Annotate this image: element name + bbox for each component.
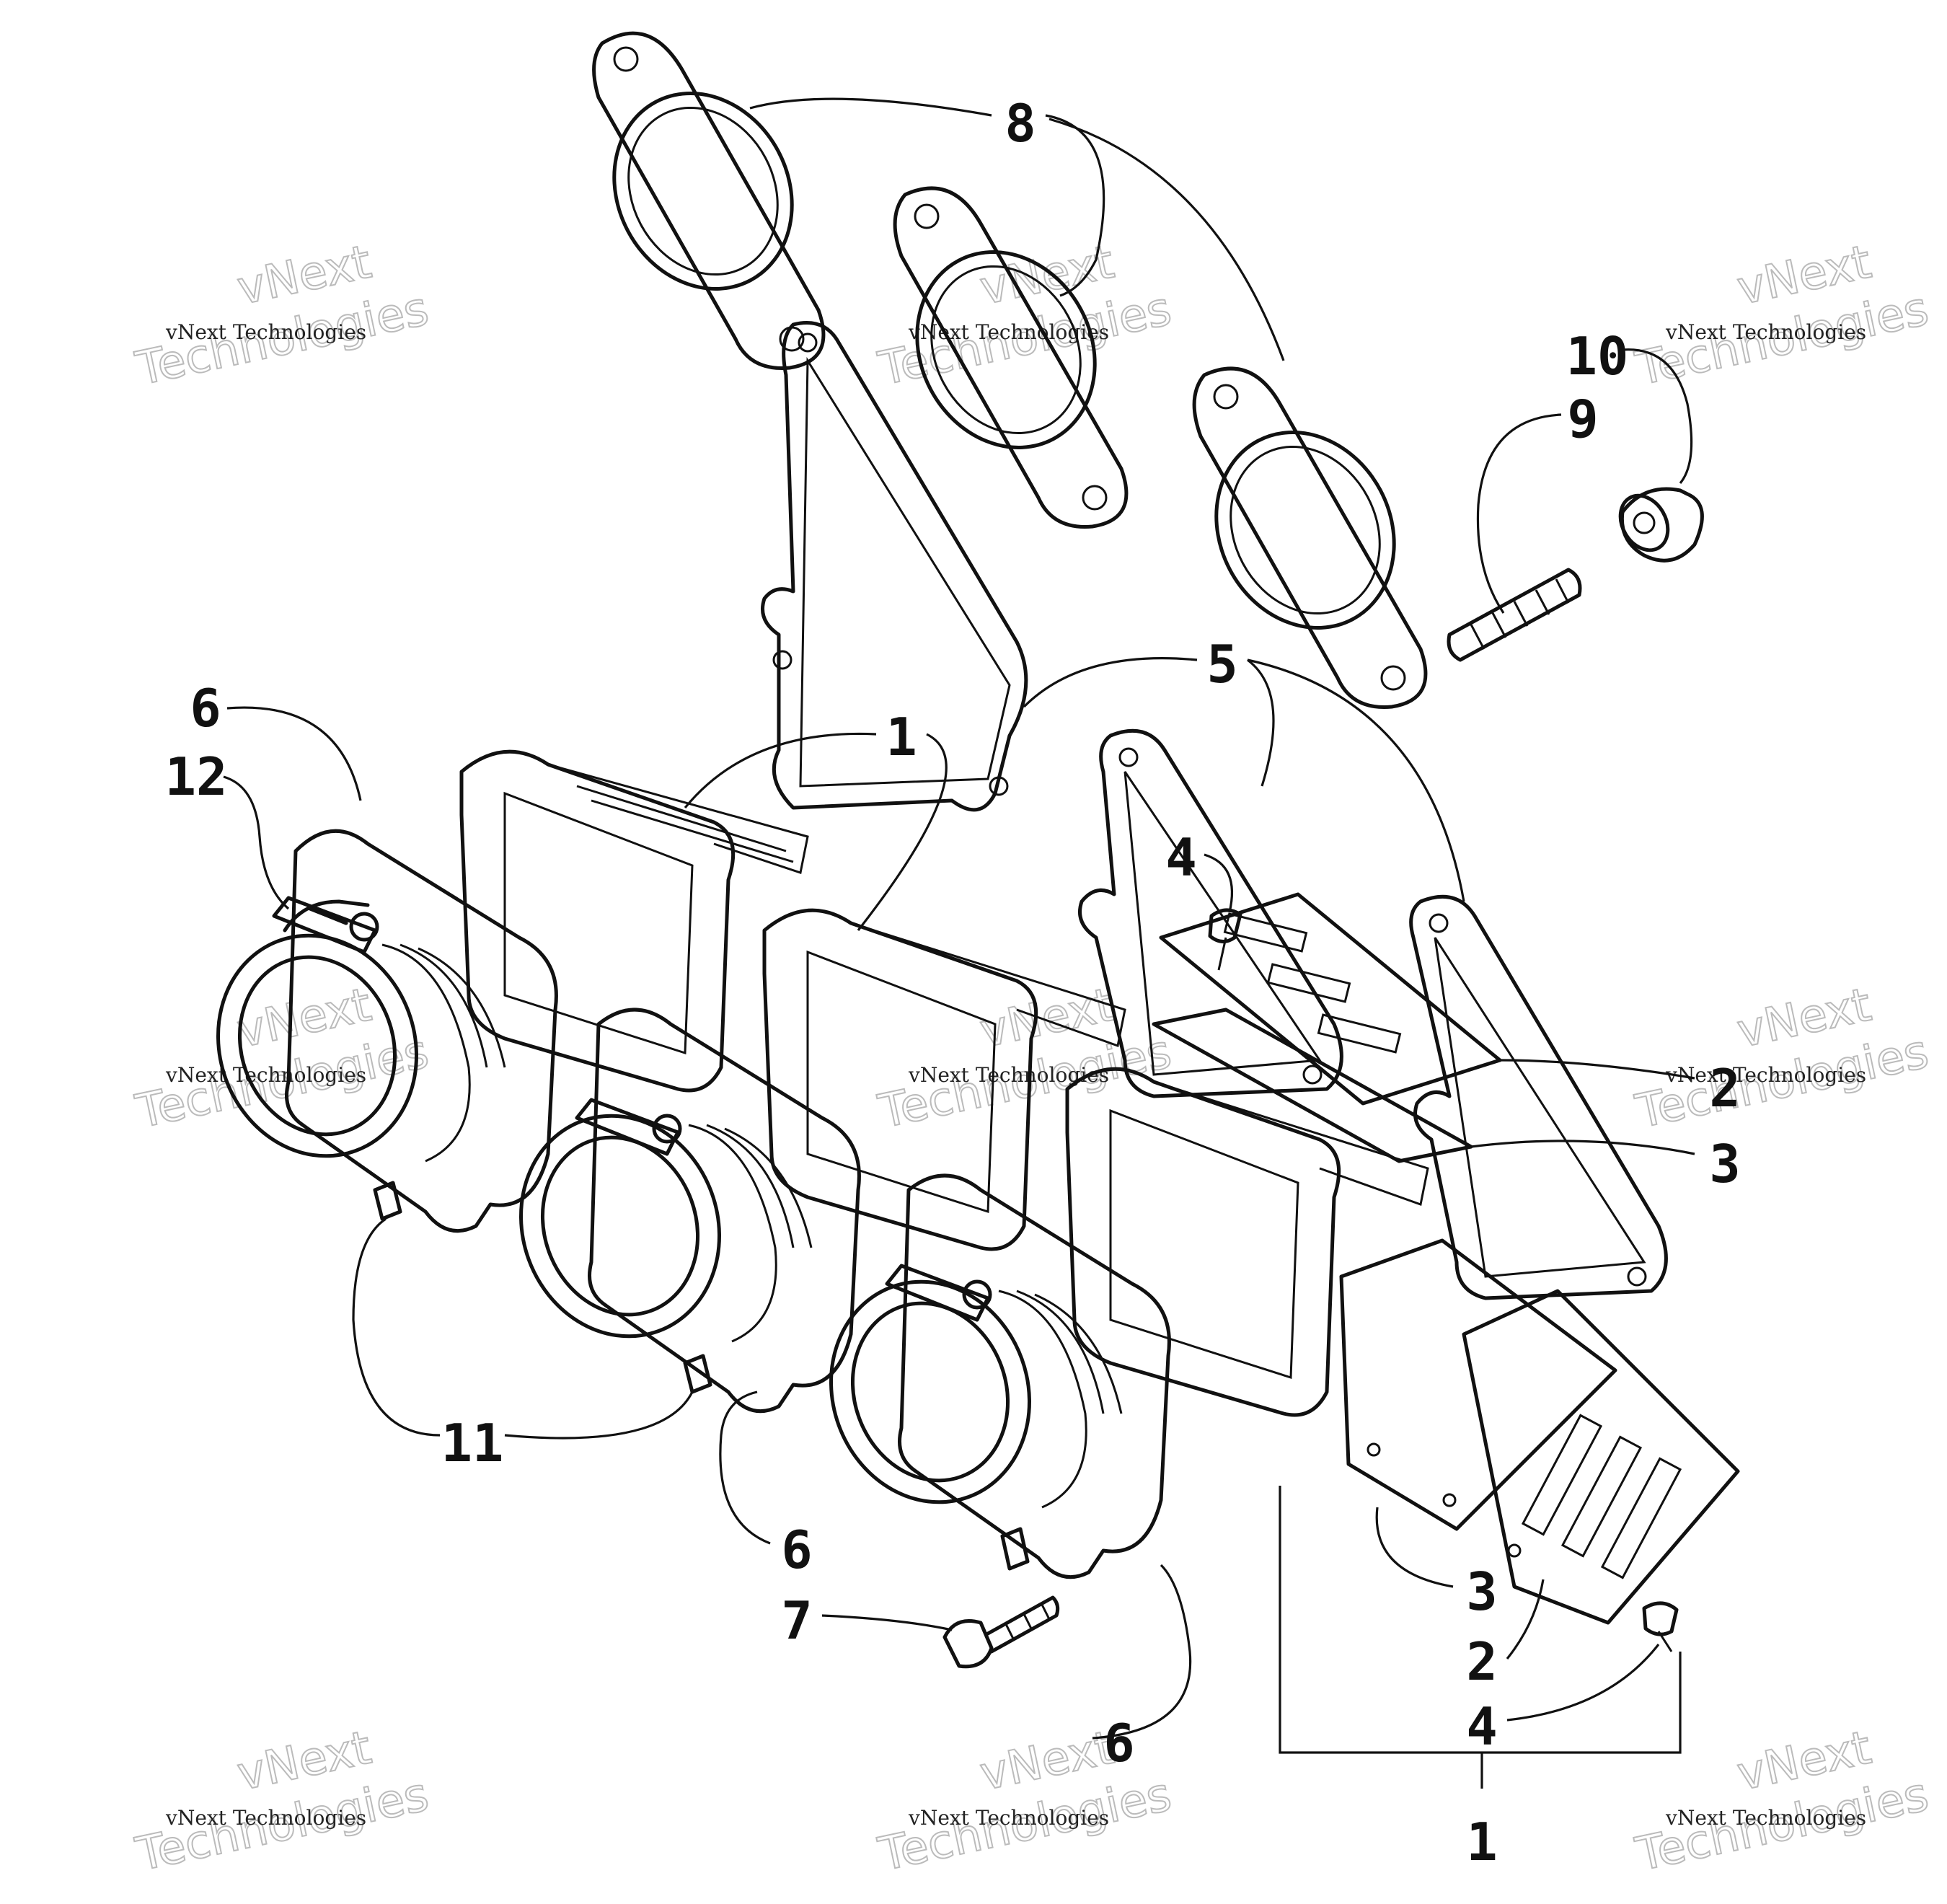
callout-c5: 5	[1206, 634, 1237, 695]
part-4-screw-lower	[1642, 1601, 1679, 1652]
callout-c2a: 2	[1709, 1058, 1740, 1119]
callout-c12: 12	[165, 746, 228, 807]
part-8-gasket-right	[1192, 366, 1428, 709]
part-1-reed-block-middle	[762, 908, 1126, 1251]
callout-c10: 10	[1566, 326, 1629, 387]
callout-c3b: 3	[1466, 1561, 1497, 1622]
callout-c6b: 6	[781, 1520, 812, 1580]
callout-c2b: 2	[1466, 1631, 1497, 1692]
callout-c1a: 1	[886, 707, 917, 767]
watermark-brand-small: vNext Technologies	[165, 1806, 366, 1830]
part-8-gasket-left	[592, 31, 826, 370]
callout-c1b: 1	[1466, 1812, 1497, 1872]
watermark-brand-small: vNext Technologies	[165, 1063, 366, 1087]
part-5-gasket-lower	[1409, 894, 1668, 1300]
part-6-adaptor-left	[216, 829, 558, 1233]
watermark-brand-small: vNext Technologies	[908, 1806, 1109, 1830]
callout-c4a: 4	[1165, 827, 1196, 888]
part-9-stud	[1447, 568, 1582, 662]
callout-c8: 8	[1005, 93, 1036, 154]
part-7-bolt	[942, 1595, 1060, 1669]
part-11-nipple-right	[1000, 1527, 1030, 1571]
watermark-brand-small: vNext Technologies	[165, 320, 366, 344]
part-11-nipple-left	[373, 1181, 402, 1221]
part-1-reed-block-left	[459, 749, 809, 1093]
callout-c6c: 6	[1103, 1713, 1134, 1773]
part-6-adaptor-middle	[519, 1008, 861, 1414]
callout-c11: 11	[441, 1413, 504, 1473]
part-6-adaptor-right	[829, 1173, 1171, 1579]
watermark-brand-small: vNext Technologies	[1665, 1063, 1866, 1087]
part-1-reed-block-right	[1065, 1067, 1429, 1417]
part-8-gasket-middle	[893, 186, 1129, 529]
watermark-brand-small: vNext Technologies	[1665, 320, 1866, 344]
part-11-nipple-middle	[683, 1354, 712, 1394]
part-5-gasket-middle	[1078, 728, 1343, 1098]
part-4-screw-upper	[1208, 908, 1242, 971]
callout-c9: 9	[1567, 389, 1598, 449]
part-5-gasket-upper	[761, 321, 1028, 812]
part-2-reed-petal-lower	[1462, 1289, 1740, 1625]
part-10-nut	[1618, 487, 1704, 563]
watermark-brand-small: vNext Technologies	[908, 1063, 1109, 1087]
watermark-brand-small: vNext Technologies	[1665, 1806, 1866, 1830]
callout-c7: 7	[781, 1590, 812, 1651]
callout-c3a: 3	[1709, 1134, 1740, 1194]
callout-c6a: 6	[190, 678, 221, 739]
leader-lines	[223, 97, 1695, 1789]
part-3-reed-stopper-lower	[1339, 1238, 1617, 1558]
callout-c4b: 4	[1466, 1696, 1497, 1757]
